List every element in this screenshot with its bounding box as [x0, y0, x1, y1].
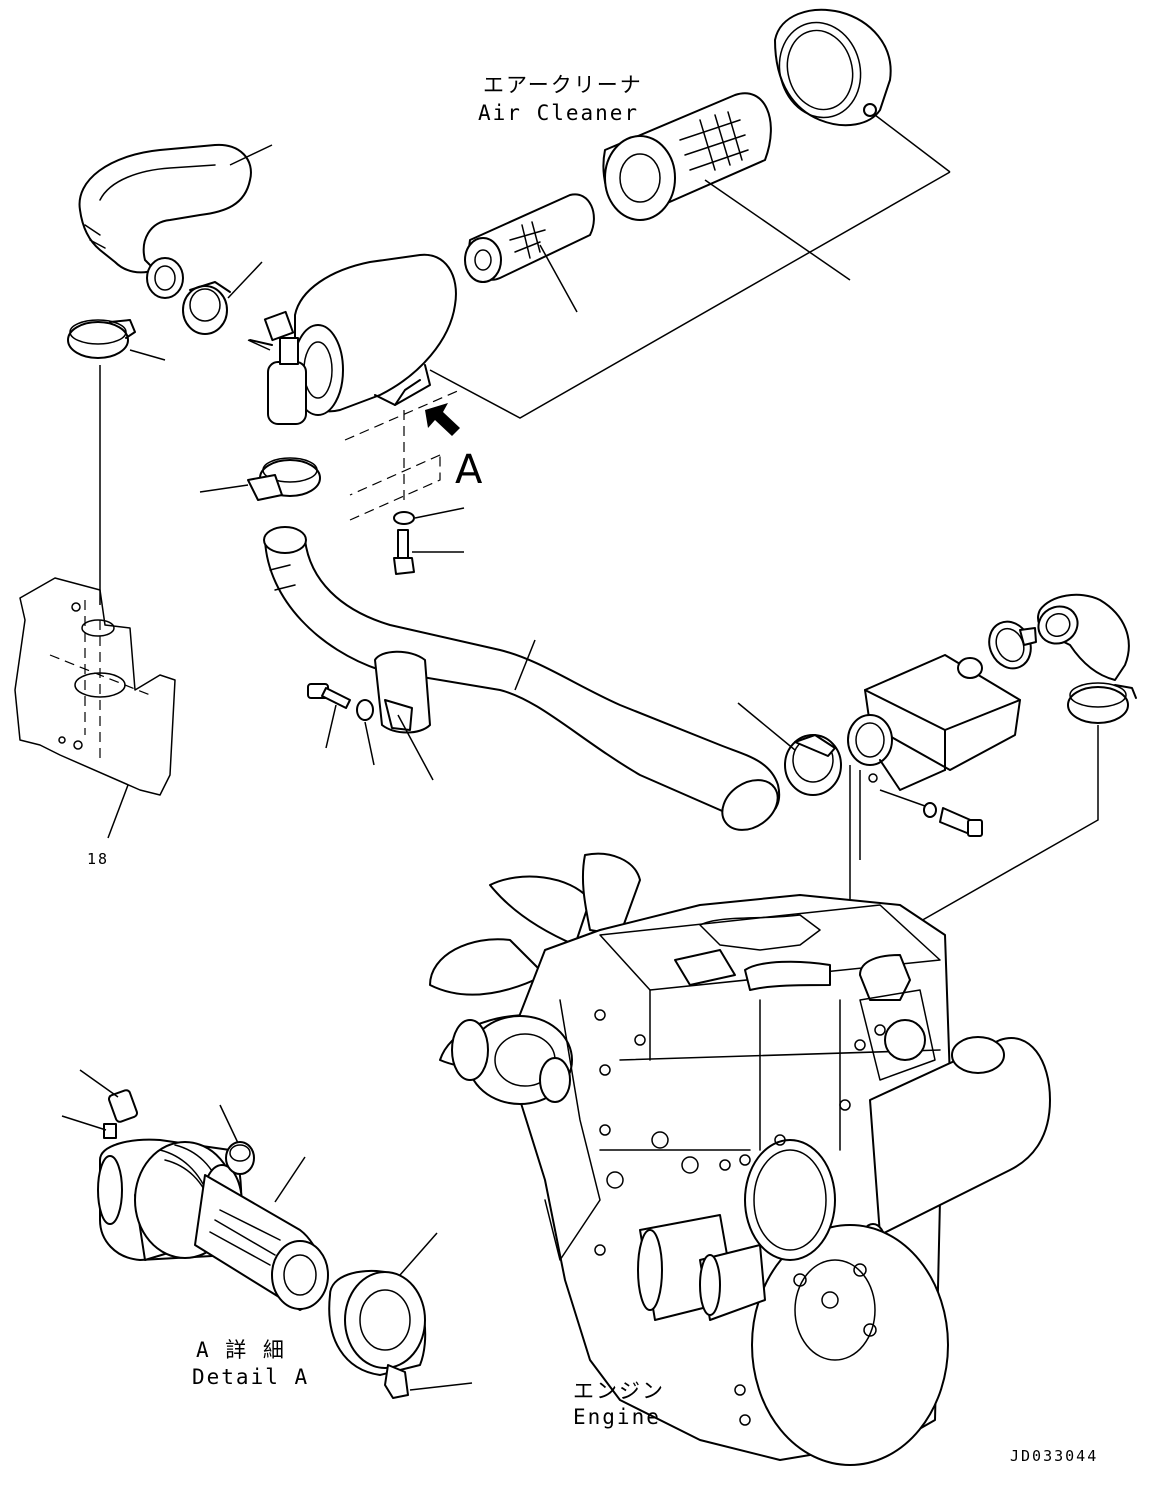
detail-a-sensor: [61, 1069, 138, 1139]
engine-label-en: Engine: [573, 1405, 661, 1429]
upper-hose: [78, 143, 273, 299]
air-cleaner-label-jp: エアークリーナ: [483, 73, 643, 97]
box-bolt: [879, 789, 983, 837]
hose-clamp-3: [199, 457, 321, 501]
pipe-bracket-leader: [397, 714, 434, 781]
bracket-line: [429, 171, 951, 419]
detail-a-sleeve: [219, 1104, 255, 1175]
washer: [393, 507, 465, 525]
hose-clamp-1: [182, 261, 263, 335]
drawing-id: JD033044: [1010, 1447, 1098, 1465]
air-cleaner-label-en: Air Cleaner: [478, 101, 639, 125]
engine-flywheel: [744, 1139, 949, 1466]
detail-a-assembly: [97, 1138, 329, 1311]
bracket-18: [14, 577, 176, 839]
hose-clamp-4: [737, 702, 842, 796]
small-washer: [356, 699, 375, 766]
safety-element: [464, 193, 595, 313]
air-cleaner-body: [247, 253, 457, 425]
engine-label-jp: エンジン: [573, 1379, 665, 1403]
engine-starter: [637, 1214, 766, 1321]
engine-alternator: [451, 999, 601, 1261]
detail-a-label-jp: A 詳 細: [196, 1338, 286, 1362]
right-clamp: [904, 682, 1137, 931]
primary-element: [602, 92, 851, 281]
intake-pipe: [263, 526, 781, 831]
detail-a-label-en: Detail A: [192, 1365, 309, 1389]
dust-cover: [774, 8, 951, 173]
hose-clamp-2: [67, 319, 166, 605]
view-a-arrow: [425, 403, 460, 436]
part-number-18: 18: [87, 850, 109, 868]
mounting-bracket-outline: [344, 389, 461, 521]
engine-bolts: [594, 1009, 886, 1426]
elbow-clamp: [988, 620, 1037, 670]
view-a-label: A: [455, 447, 483, 493]
small-bolt: [307, 683, 351, 749]
turbo-elbow: [1037, 593, 1130, 681]
bolt: [393, 529, 464, 575]
detail-a-cover: [328, 1232, 473, 1399]
intake-box: [847, 654, 1021, 791]
